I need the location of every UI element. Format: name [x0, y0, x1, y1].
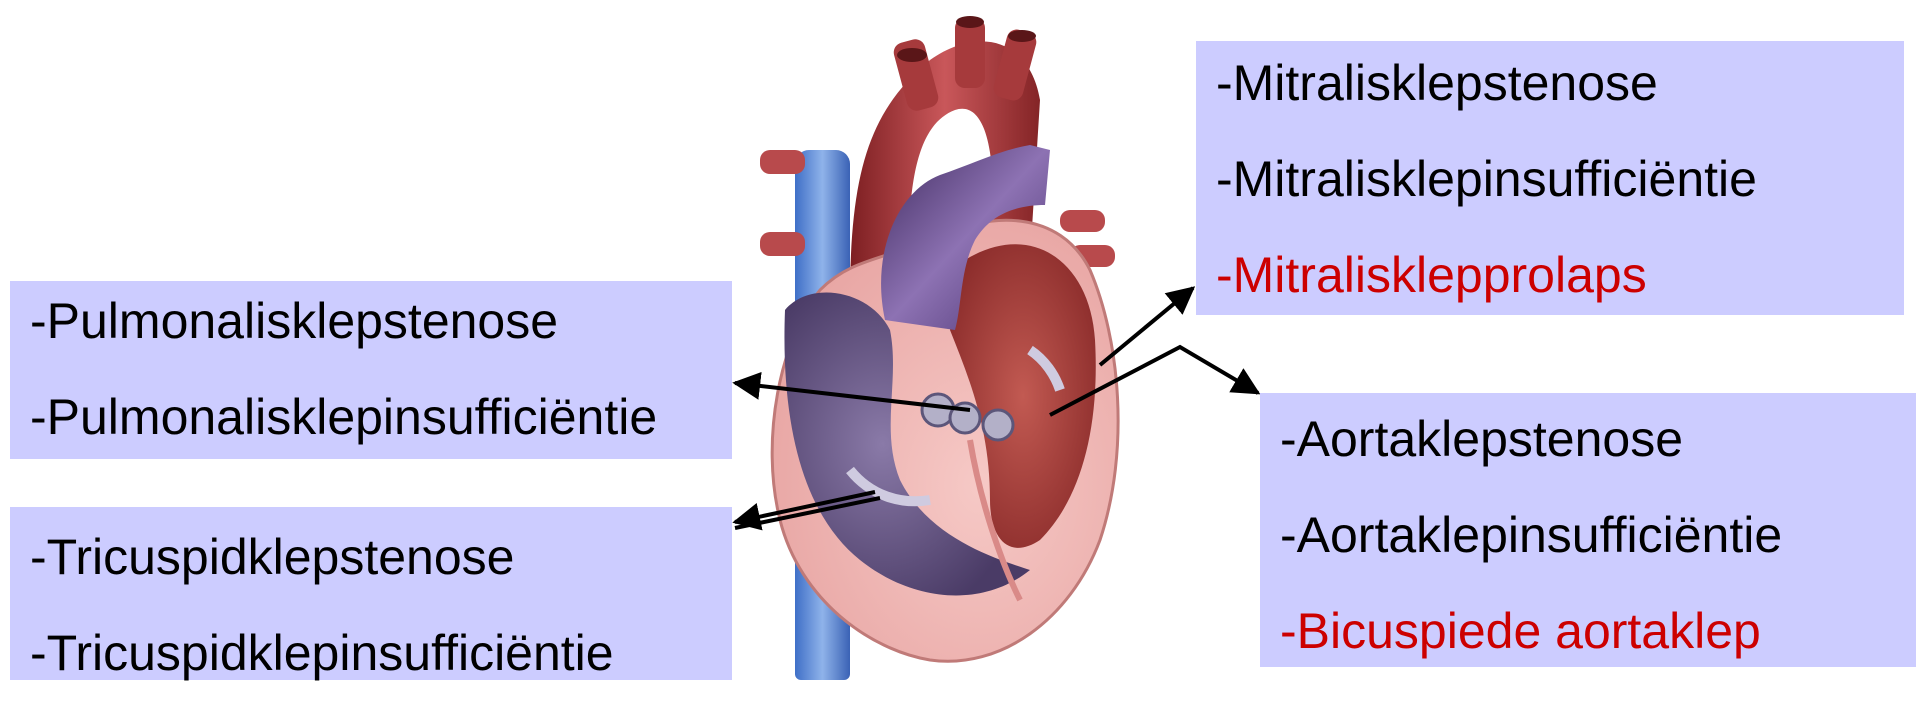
pulmonalis-line-1: -Pulmonalisklepstenose	[30, 273, 712, 369]
aorta-line-3: -Bicuspiede aortaklep	[1280, 583, 1896, 679]
aorta-line-2: -Aortaklepinsufficiëntie	[1280, 487, 1896, 583]
tricuspid-line-1: -Tricuspidklepstenose	[30, 509, 712, 605]
tricuspid-box: -Tricuspidklepstenose -Tricuspidklepinsu…	[10, 507, 732, 680]
pulmonalis-line-2: -Pulmonalisklepinsufficiëntie	[30, 369, 712, 465]
mitralis-line-1: -Mitralisklepstenose	[1216, 35, 1884, 131]
mitralis-line-3: -Mitralisklepprolaps	[1216, 227, 1884, 323]
mitralis-line-2: -Mitralisklepinsufficiëntie	[1216, 131, 1884, 227]
aorta-box: -Aortaklepstenose -Aortaklepinsufficiënt…	[1260, 393, 1916, 667]
aorta-line-1: -Aortaklepstenose	[1280, 391, 1896, 487]
mitralis-box: -Mitralisklepstenose -Mitralisklepinsuff…	[1196, 41, 1904, 315]
heart-illustration	[700, 0, 1140, 680]
tricuspid-line-2: -Tricuspidklepinsufficiëntie	[30, 605, 712, 701]
pulmonalis-box: -Pulmonalisklepstenose -Pulmonalisklepin…	[10, 281, 732, 459]
